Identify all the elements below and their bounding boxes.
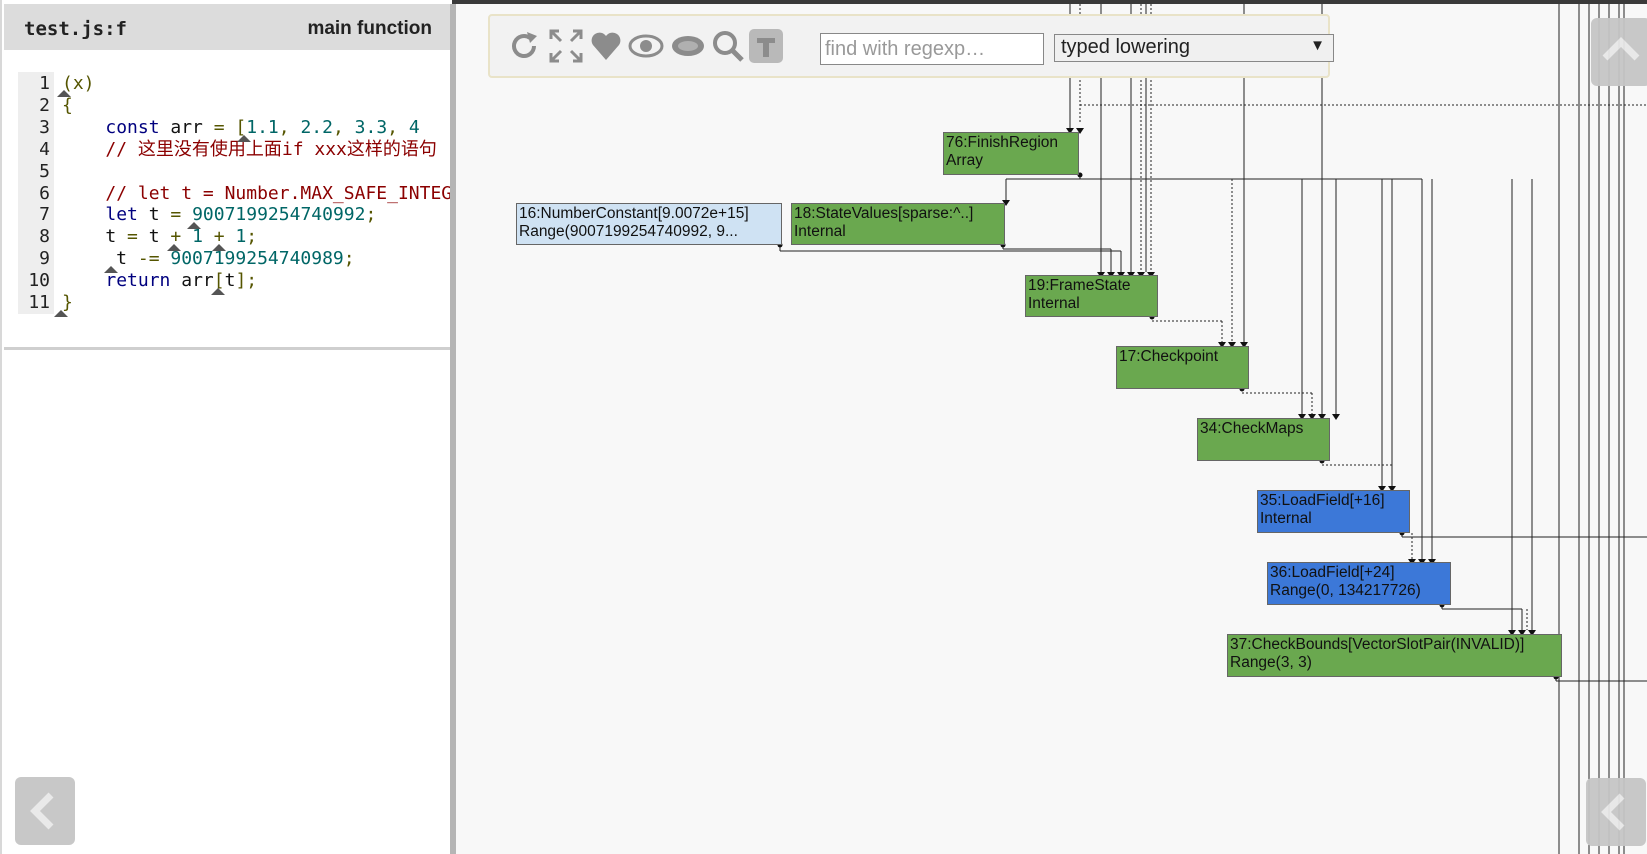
graph-node[interactable]: 35:LoadField[+16] Internal: [1257, 490, 1410, 533]
node-label: 37:CheckBounds[VectorSlotPair(INVALID)]: [1230, 636, 1525, 653]
graph-node[interactable]: 34:CheckMaps: [1197, 418, 1330, 461]
window-top-border: [0, 0, 1647, 4]
source-position-marker[interactable]: [167, 244, 181, 251]
code-text: t = t + 1 + 1;: [62, 226, 258, 248]
graph-node[interactable]: 37:CheckBounds[VectorSlotPair(INVALID)] …: [1227, 634, 1562, 677]
show-all-icon[interactable]: [628, 28, 664, 64]
line-number: 5: [18, 159, 54, 183]
fit-to-screen-icon[interactable]: [548, 28, 584, 64]
line-number: 7: [18, 203, 54, 227]
source-file-title: test.js:f: [24, 18, 127, 40]
code-text: }: [62, 292, 73, 313]
code-line[interactable]: 3 const arr = [1.1, 2.2, 3.3, 4: [18, 115, 452, 139]
expand-right-pane-button[interactable]: [1586, 778, 1646, 846]
code-line[interactable]: 5: [18, 159, 452, 183]
hide-unselected-icon[interactable]: [670, 28, 706, 64]
node-label: 18:StateValues[sparse:^..]: [794, 205, 974, 222]
code-text: // let t = Number.MAX_SAFE_INTEGER: [105, 182, 452, 204]
node-type: Internal: [1028, 295, 1080, 312]
line-number: 3: [18, 115, 54, 139]
collapse-right-pane-button[interactable]: [1591, 18, 1647, 86]
node-label: 19:FrameState: [1028, 277, 1131, 294]
source-position-marker[interactable]: [104, 266, 118, 273]
graph-node[interactable]: 76:FinishRegion Array: [943, 132, 1079, 175]
code-line[interactable]: 11}: [18, 291, 452, 314]
node-label: 36:LoadField[+24]: [1270, 564, 1395, 581]
node-label: 76:FinishRegion: [946, 134, 1059, 151]
line-number: 11: [18, 291, 54, 314]
phase-select[interactable]: typed lowering ▼: [1054, 34, 1334, 62]
line-number: 1: [18, 72, 54, 95]
code-line[interactable]: 8 t = t + 1 + 1;: [18, 225, 452, 249]
node-type: Internal: [1260, 510, 1312, 527]
line-number: 8: [18, 225, 54, 249]
graph-toolbar: typed lowering ▼: [488, 14, 1334, 78]
code-line[interactable]: 4 // 这里没有使用上面if xxx这样的语句: [18, 137, 452, 161]
code-text: t -= 9007199254740989;: [62, 248, 355, 270]
node-label: 17:Checkpoint: [1119, 348, 1219, 365]
code-text: const arr = [1.1, 2.2, 3.3, 4: [105, 116, 420, 138]
code-line[interactable]: 7 let t = 9007199254740992;: [18, 203, 452, 227]
node-type: Internal: [794, 223, 846, 240]
chevron-up-icon: [1602, 37, 1640, 61]
line-number: 4: [18, 137, 54, 161]
pane-splitter[interactable]: [450, 4, 456, 854]
toggle-types-icon[interactable]: [748, 28, 784, 64]
graph-pane[interactable]: 76:FinishRegion Array 16:NumberConstant[…: [456, 4, 1647, 854]
code-text: let t = 9007199254740992;: [105, 204, 377, 226]
graph-node[interactable]: 19:FrameState Internal: [1025, 275, 1158, 317]
source-position-marker[interactable]: [57, 90, 71, 97]
graph-node[interactable]: 17:Checkpoint: [1116, 346, 1249, 389]
source-position-marker[interactable]: [212, 244, 226, 251]
chevron-left-icon: [1601, 793, 1625, 831]
graph-node[interactable]: 16:NumberConstant[9.0072e+15] Range(9007…: [516, 203, 782, 245]
code-text: return arr[t];: [105, 270, 258, 292]
heart-icon[interactable]: [588, 28, 624, 64]
node-type: Array: [946, 152, 984, 169]
source-pane: test.js:f main function 1(x)2{3 const ar…: [0, 0, 452, 854]
reload-icon[interactable]: [506, 28, 542, 64]
node-label: 16:NumberConstant[9.0072e+15]: [519, 205, 749, 222]
graph-node[interactable]: 18:StateValues[sparse:^..] Internal: [791, 203, 1005, 245]
line-number: 2: [18, 93, 54, 117]
code-line[interactable]: 2{: [18, 93, 452, 117]
line-number: 10: [18, 269, 54, 293]
node-type: Range(0, 134217726): [1270, 582, 1421, 599]
node-label: 35:LoadField[+16]: [1260, 492, 1385, 509]
node-type: Range(3, 3): [1230, 654, 1312, 671]
graph-node[interactable]: 36:LoadField[+24] Range(0, 134217726): [1267, 562, 1451, 605]
source-pane-divider[interactable]: [4, 347, 452, 350]
function-label: main function: [307, 18, 432, 39]
source-position-marker[interactable]: [237, 135, 251, 142]
code-line[interactable]: 1 (x): [18, 72, 452, 95]
code-line[interactable]: 10 return arr[t];: [18, 269, 452, 293]
source-position-marker[interactable]: [211, 288, 225, 295]
phase-select-value: typed lowering: [1061, 36, 1190, 58]
code-text: {: [62, 94, 73, 116]
node-type: Range(9007199254740992, 9...: [519, 223, 738, 240]
source-position-marker[interactable]: [187, 222, 201, 229]
code-line[interactable]: 6 // let t = Number.MAX_SAFE_INTEGER: [18, 181, 452, 205]
search-input[interactable]: [820, 33, 1044, 65]
source-header: test.js:f main function: [4, 4, 452, 50]
code-text: (x): [62, 73, 95, 94]
zoom-search-icon[interactable]: [710, 28, 746, 64]
collapse-left-pane-button[interactable]: [15, 777, 75, 845]
node-label: 34:CheckMaps: [1200, 420, 1304, 437]
code-text: // 这里没有使用上面if xxx这样的语句: [105, 138, 437, 160]
dropdown-arrow-icon: ▼: [1310, 37, 1325, 54]
line-number: 9: [18, 247, 54, 271]
code-line[interactable]: 9 t -= 9007199254740989;: [18, 247, 452, 271]
line-number: 6: [18, 181, 54, 205]
source-position-marker[interactable]: [54, 310, 68, 317]
chevron-left-icon: [30, 792, 54, 830]
